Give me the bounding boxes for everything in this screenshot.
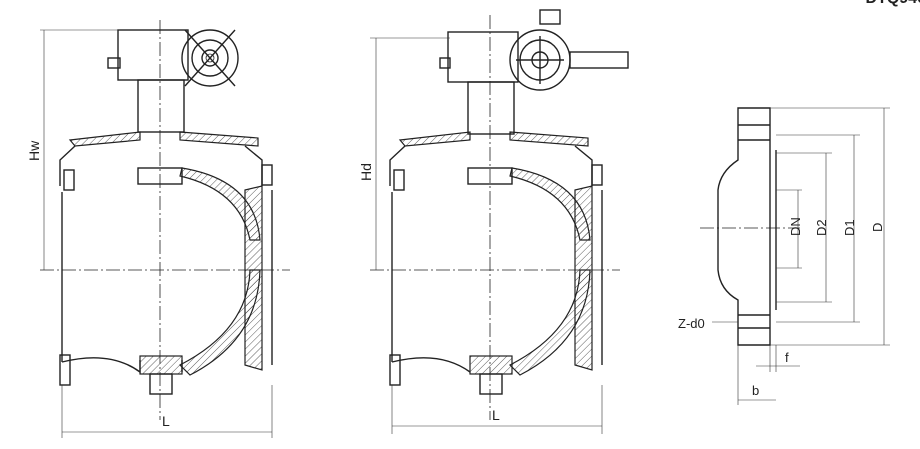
- hw-label: Hw: [26, 140, 42, 161]
- drawing-title: DTQ940: [866, 0, 920, 8]
- z-d0-label: Z-d0: [678, 316, 705, 331]
- valve-electric-actuator-view: Hd L: [358, 9, 629, 434]
- b-label: b: [752, 383, 759, 398]
- hd-label: Hd: [358, 163, 374, 181]
- d1-label: D1: [842, 219, 857, 236]
- valve-worm-gear-view: Hw L: [26, 20, 290, 438]
- l-label-left: L: [162, 413, 170, 429]
- d-label: D: [870, 223, 885, 232]
- gearbox: [107, 29, 239, 87]
- dn-label: DN: [788, 217, 803, 236]
- d2-label: D2: [814, 219, 829, 236]
- l-label-middle: L: [492, 407, 500, 423]
- flange-section-view: DN D2 D1 D Z-d0 f b: [678, 107, 890, 405]
- f-label: f: [785, 350, 789, 365]
